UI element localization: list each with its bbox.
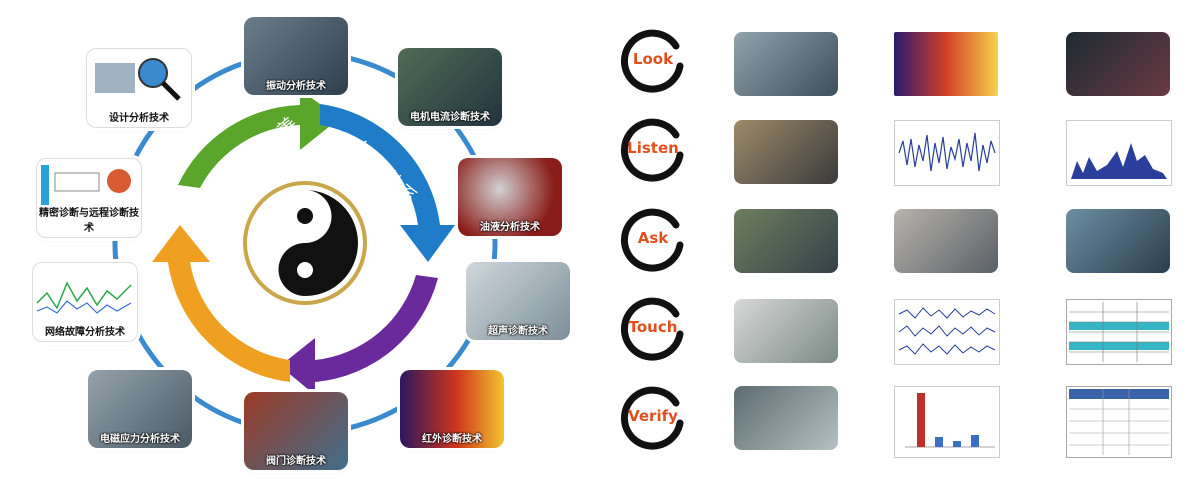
step-verify: Verify (620, 385, 686, 451)
bar-chart-graphic (905, 393, 995, 448)
tile-label: 振动分析技术 (266, 81, 326, 92)
tile-label: 设计分析技术 (109, 113, 169, 124)
arrow-green (178, 90, 340, 188)
look-equipment-photo (1066, 32, 1170, 96)
step-label: Ask (637, 229, 669, 247)
table-graphic (1069, 302, 1169, 362)
tile-label: 油液分析技术 (480, 222, 540, 233)
cycle-graphic: 持续改善 知识体系 技术体系 管理体系 (112, 50, 498, 436)
enso-icon (620, 386, 684, 450)
listen-spectrum-chart (1066, 120, 1172, 186)
arrow-purple (280, 275, 438, 395)
ask-photo-2 (894, 209, 998, 273)
network-chart-thumbnail (36, 281, 132, 314)
tile-label: 电磁应力分析技术 (100, 434, 180, 445)
enso-icon (620, 208, 684, 272)
step-touch: Touch (620, 296, 686, 362)
yin-yang-icon (243, 181, 367, 305)
tile-motor-current: 电机电流诊断技术 (398, 48, 502, 126)
tile-vibration: 振动分析技术 (244, 17, 348, 95)
tile-electromagnetic: 电磁应力分析技术 (88, 370, 192, 448)
tile-ultrasonic: 超声诊断技术 (466, 262, 570, 340)
tile-label: 电机电流诊断技术 (410, 112, 490, 123)
listen-waveform-chart (894, 120, 1000, 186)
arrow-orange (152, 225, 290, 382)
results-table-graphic (1069, 389, 1169, 455)
enso-icon (620, 29, 684, 93)
ask-photo-3 (1066, 209, 1170, 273)
tile-network: 网络故障分析技术 (32, 262, 138, 342)
spectrum-graphic (1071, 143, 1167, 179)
look-photo (734, 32, 838, 96)
verify-gear-photo (734, 386, 838, 450)
diagram-thumbnail (41, 165, 131, 205)
look-thermal-image (894, 32, 998, 96)
method-grid: Look Listen Ask Touch Verify (612, 0, 1200, 487)
tile-valve: 阀门诊断技术 (244, 392, 348, 470)
touch-device-photo (734, 299, 838, 363)
step-ask: Ask (620, 207, 686, 273)
step-label: Touch (628, 318, 678, 336)
step-listen: Listen (620, 117, 686, 183)
tile-label: 阀门诊断技术 (266, 456, 326, 467)
tile-label: 红外诊断技术 (422, 434, 482, 445)
tile-infrared: 红外诊断技术 (400, 370, 504, 448)
multichannel-waveform (898, 307, 996, 355)
listen-photo (734, 120, 838, 184)
waveform-graphic (898, 132, 996, 172)
magnifier-icon (95, 58, 181, 101)
tile-oil-analysis: 油液分析技术 (458, 158, 562, 236)
tile-label: 网络故障分析技术 (45, 327, 125, 338)
arrow-blue (320, 104, 455, 262)
diagnostic-cycle-wheel: 持续改善 知识体系 技术体系 管理体系 振动分析技术 电机电流诊断技术 油液分析… (0, 0, 600, 487)
tile-label: 精密诊断与远程诊断技术 (39, 208, 139, 234)
verify-bar-chart (894, 386, 1000, 458)
verify-results-table (1066, 386, 1172, 458)
enso-icon (620, 118, 684, 182)
touch-multichannel-chart (894, 299, 1000, 365)
tile-precision-remote: 精密诊断与远程诊断技术 (36, 158, 142, 238)
enso-icon (620, 297, 684, 361)
step-label: Listen (627, 139, 679, 157)
tile-design-analysis: 设计分析技术 (86, 48, 192, 128)
tile-label: 超声诊断技术 (488, 326, 548, 337)
step-look: Look (620, 28, 686, 94)
touch-data-table (1066, 299, 1172, 365)
step-label: Verify (628, 407, 678, 425)
ask-photo-1 (734, 209, 838, 273)
step-label: Look (632, 50, 674, 68)
